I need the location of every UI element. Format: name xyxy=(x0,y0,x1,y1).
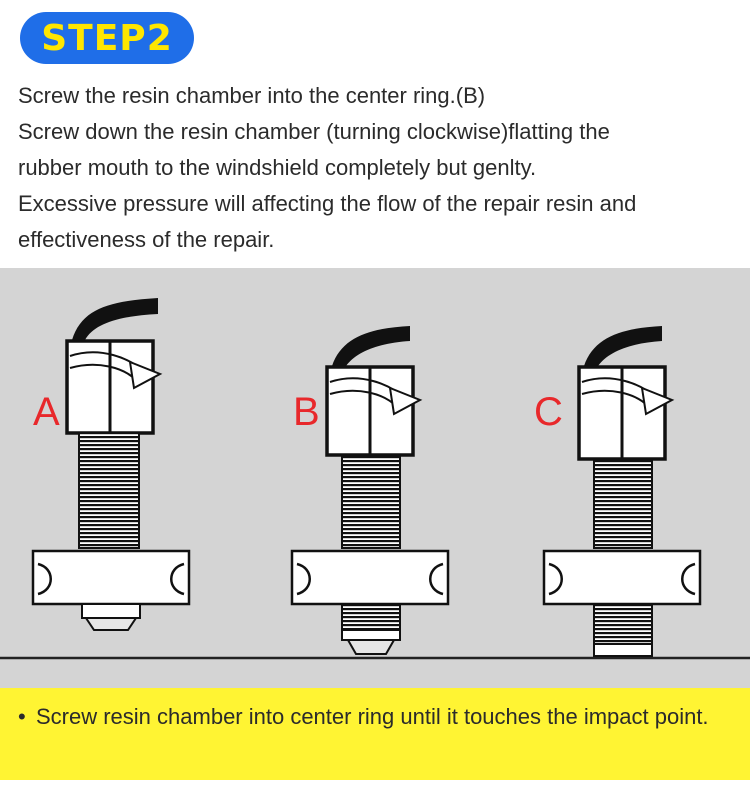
assembly-a: A xyxy=(31,298,191,631)
thread-c-lower xyxy=(593,603,653,647)
center-ring-c xyxy=(542,549,702,606)
step-label: STEP2 xyxy=(41,17,173,59)
instruction-line: Screw the resin chamber into the center … xyxy=(18,83,486,108)
instruction-line: Screw down the resin chamber (turning cl… xyxy=(18,119,610,144)
diagram-svg: A B xyxy=(0,298,750,660)
tube-a xyxy=(72,298,158,340)
diagram-panel: A B xyxy=(0,268,750,688)
instruction-line: rubber mouth to the windshield completel… xyxy=(18,155,537,180)
center-ring-a xyxy=(31,549,191,606)
label-b: B xyxy=(293,390,320,434)
label-c: C xyxy=(534,390,563,434)
thread-c xyxy=(593,458,653,549)
assembly-c: C xyxy=(534,326,702,657)
center-ring-b xyxy=(290,549,450,606)
note-text: Screw resin chamber into center ring unt… xyxy=(36,704,709,729)
assembly-b: B xyxy=(290,326,450,655)
tube-c xyxy=(584,326,662,366)
thread-b xyxy=(341,454,401,549)
instructions-text: Screw the resin chamber into the center … xyxy=(18,78,733,258)
thread-a xyxy=(78,432,140,549)
step-badge: STEP2 xyxy=(20,12,194,64)
bullet-icon: • xyxy=(18,704,26,729)
instruction-line: effectiveness of the repair. xyxy=(18,227,275,252)
instruction-line: Excessive pressure will affecting the fl… xyxy=(18,191,637,216)
note-box: • Screw resin chamber into center ring u… xyxy=(0,688,750,780)
tube-b xyxy=(332,326,410,366)
seal-a xyxy=(81,603,141,619)
label-a: A xyxy=(33,390,60,434)
